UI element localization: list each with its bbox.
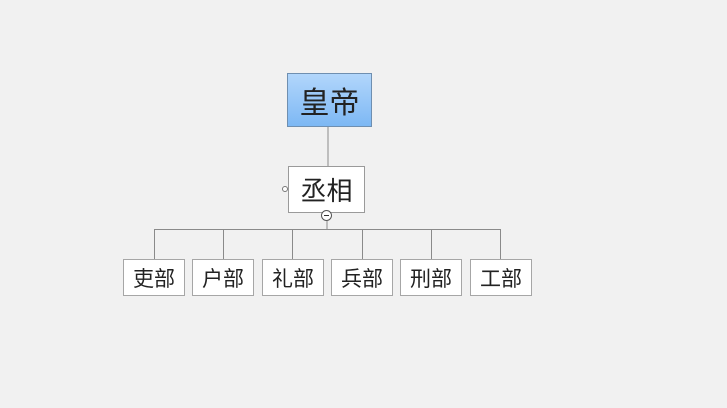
- root-node-label: 皇帝: [299, 86, 360, 121]
- middle-node-label: 丞相: [300, 177, 353, 207]
- root-node-emperor[interactable]: 皇帝: [287, 73, 372, 127]
- child-node-label: 户部: [202, 266, 244, 291]
- child-node-label: 礼部: [272, 266, 314, 291]
- child-node-label: 吏部: [133, 266, 175, 291]
- child-node-4[interactable]: 刑部: [400, 259, 462, 296]
- child-node-1[interactable]: 户部: [192, 259, 254, 296]
- child-node-2[interactable]: 礼部: [262, 259, 324, 296]
- middle-node-chancellor[interactable]: 丞相: [288, 166, 365, 213]
- node-handle-dot[interactable]: [282, 186, 288, 192]
- child-node-label: 兵部: [341, 266, 383, 291]
- child-node-0[interactable]: 吏部: [123, 259, 185, 296]
- child-node-5[interactable]: 工部: [470, 259, 532, 296]
- child-node-label: 工部: [480, 266, 522, 291]
- child-node-3[interactable]: 兵部: [331, 259, 393, 296]
- child-node-label: 刑部: [410, 266, 452, 291]
- collapse-minus-icon[interactable]: [321, 210, 332, 221]
